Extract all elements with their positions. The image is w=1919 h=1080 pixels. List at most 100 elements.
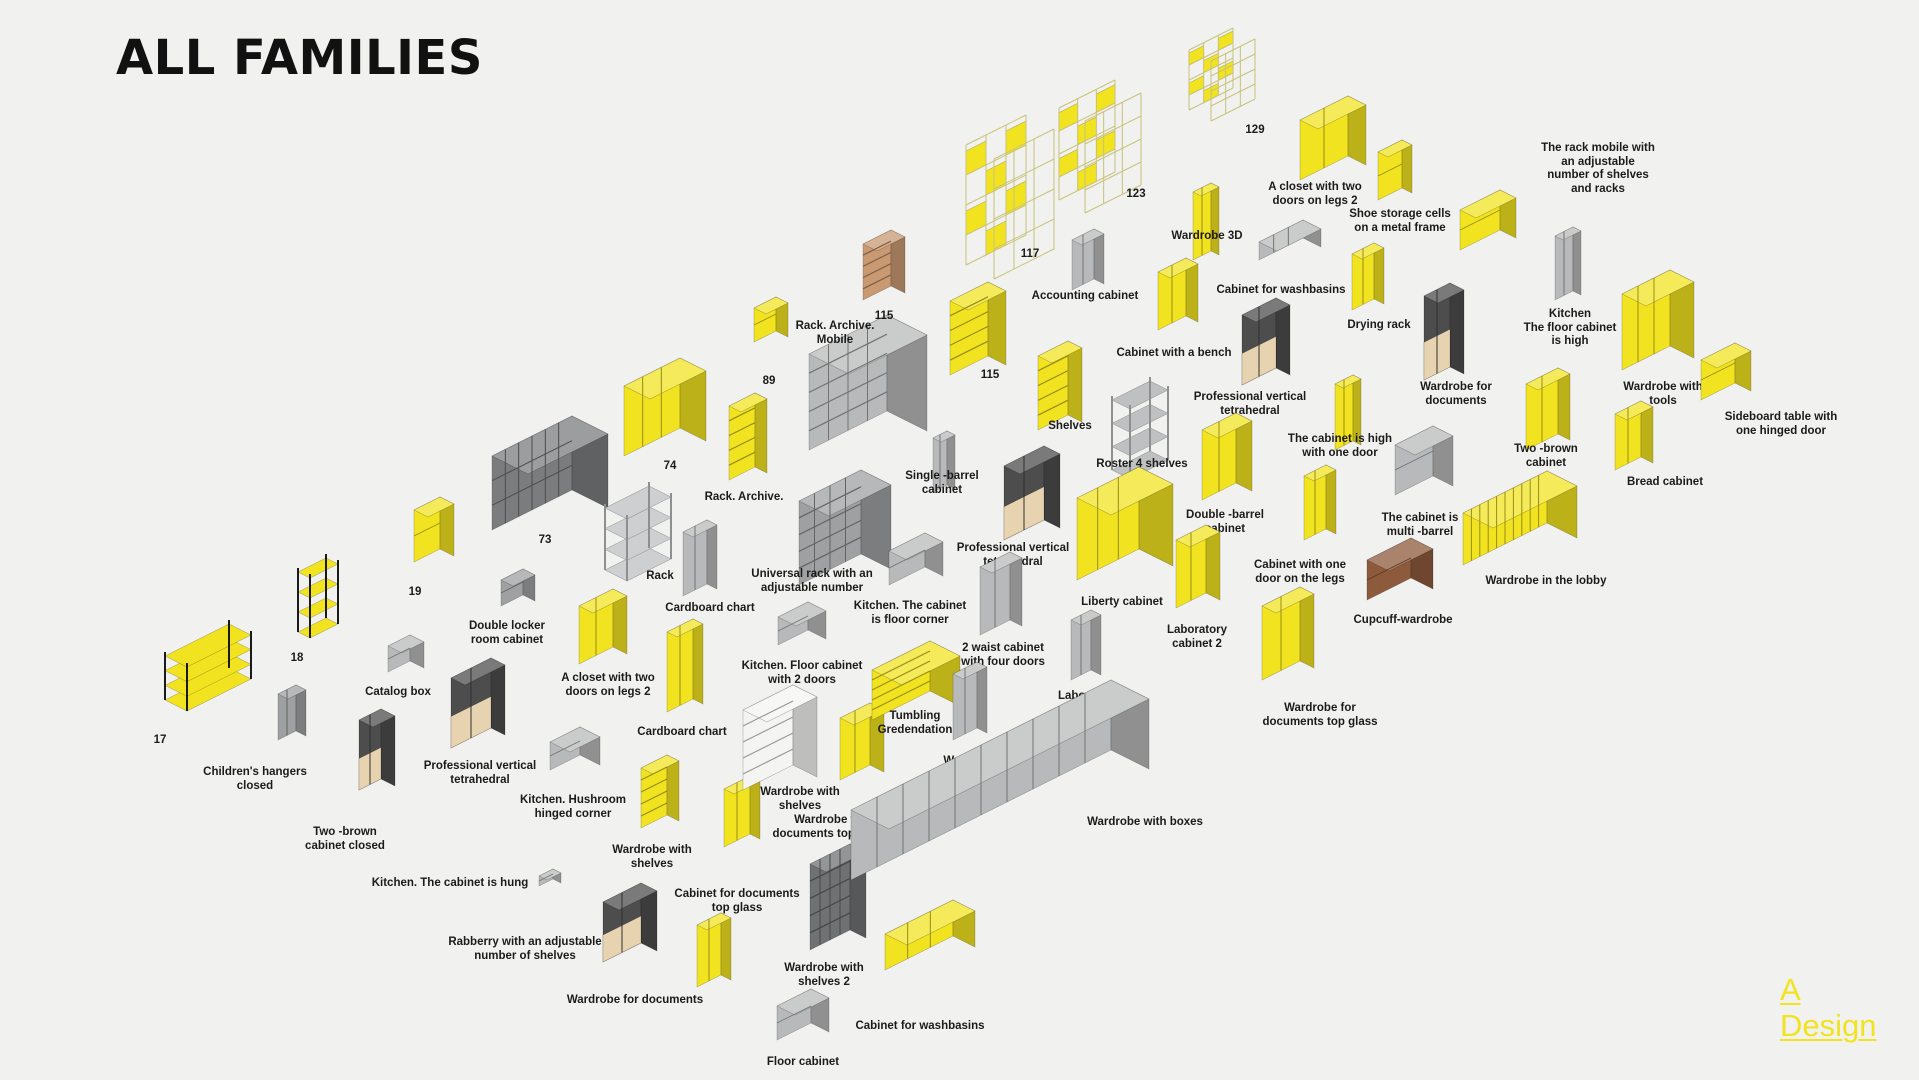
family-label: Two -brown cabinet xyxy=(1514,443,1578,469)
family-label: Cabinet for documents top glass xyxy=(674,888,800,914)
top-face xyxy=(1423,282,1465,304)
detail-line xyxy=(1210,53,1256,77)
furniture-icon xyxy=(623,357,707,457)
detail-line xyxy=(993,248,1055,280)
family-label: Cardboard chart xyxy=(637,726,727,738)
top-face xyxy=(888,532,944,561)
furniture-body xyxy=(602,882,658,963)
furniture-icon xyxy=(696,912,732,988)
detail-line xyxy=(491,440,573,482)
top-face xyxy=(1258,219,1322,252)
logo-letter: A xyxy=(1780,972,1801,1007)
family-label: Wardrobe with boxes xyxy=(1087,816,1203,828)
furniture-icon xyxy=(538,868,562,887)
top-face xyxy=(1157,257,1199,279)
family-label: Professional vertical tetrahedral xyxy=(1193,391,1307,417)
furniture-body xyxy=(1175,524,1221,609)
furniture-body xyxy=(932,430,956,493)
furniture-body xyxy=(1258,219,1322,261)
top-face xyxy=(450,657,506,686)
family-label: Kitchen. The cabinet is floor corner xyxy=(853,600,967,626)
furniture-icon xyxy=(1351,242,1385,311)
furniture-body xyxy=(1299,95,1367,181)
detail-line xyxy=(491,464,573,506)
furniture-icon xyxy=(884,899,976,971)
furniture-body xyxy=(640,754,680,829)
detail-line xyxy=(500,581,524,594)
top-face xyxy=(949,281,1007,311)
shelf-board xyxy=(297,617,339,639)
furniture-icon xyxy=(1037,340,1083,431)
side-face xyxy=(692,618,704,705)
furniture-icon xyxy=(1423,282,1465,381)
family-label: Rack xyxy=(646,570,674,582)
page-title: ALL FAMILIES xyxy=(116,30,483,86)
furniture-icon xyxy=(979,551,1023,636)
furniture-body xyxy=(1334,374,1362,451)
furniture-body xyxy=(1111,377,1169,480)
detail-line xyxy=(1058,148,1116,178)
furniture-icon xyxy=(1003,445,1061,541)
side-face xyxy=(754,392,768,474)
family-label: Two -brown cabinet closed xyxy=(305,826,385,852)
furniture-body xyxy=(949,281,1007,376)
top-face xyxy=(932,430,956,443)
furniture-body xyxy=(742,684,818,791)
furniture-icon xyxy=(604,482,672,582)
furniture-icon xyxy=(850,679,1150,881)
detail-line xyxy=(1084,115,1142,145)
furniture-body xyxy=(1157,257,1199,331)
detail-line xyxy=(1394,450,1434,471)
top-face xyxy=(500,568,536,587)
family-label: Wardrobe with shelves xyxy=(612,844,692,870)
furniture-icon xyxy=(1366,537,1434,601)
detail-line xyxy=(965,144,1027,176)
family-label: Floor cabinet xyxy=(766,1056,840,1068)
furniture-body xyxy=(277,684,307,741)
top-face xyxy=(387,634,425,654)
top-face xyxy=(1070,609,1102,626)
furniture-icon xyxy=(491,415,609,531)
family-label: Rack. Archive. xyxy=(704,491,784,503)
detail-line xyxy=(640,778,668,793)
family-label: Double -barrel cabinet xyxy=(1186,509,1264,535)
furniture-icon xyxy=(753,296,789,343)
furniture-body xyxy=(1614,400,1654,471)
family-label: Universal rack with an adjustable number xyxy=(751,568,873,594)
shelf-board xyxy=(297,557,339,579)
family-label: Kitchen. Floor cabinet with 2 doors xyxy=(741,660,863,686)
design-logo: A Design xyxy=(1780,972,1877,1044)
furniture-body xyxy=(884,899,976,971)
detail-line xyxy=(1084,92,1142,122)
detail-line xyxy=(871,650,931,681)
detail-line xyxy=(993,188,1055,220)
furniture-body xyxy=(450,657,506,749)
detail-line xyxy=(1058,171,1116,201)
furniture-icon xyxy=(1614,400,1654,471)
detail-line xyxy=(1037,384,1069,401)
furniture-icon xyxy=(682,519,718,597)
detail-line xyxy=(413,522,441,537)
furniture-body xyxy=(549,726,601,771)
detail-line xyxy=(871,660,931,691)
top-face xyxy=(666,618,704,638)
furniture-body xyxy=(888,532,944,586)
detail-line xyxy=(862,263,892,279)
furniture-body xyxy=(1071,228,1105,291)
furniture-icon xyxy=(164,620,252,712)
furniture-icon xyxy=(798,469,892,586)
family-label: 18 xyxy=(290,652,304,664)
detail-line xyxy=(1058,102,1116,132)
detail-line xyxy=(776,1005,812,1024)
family-label: Roster 4 shelves xyxy=(1096,458,1188,470)
detail-line xyxy=(1377,163,1403,177)
side-face xyxy=(1449,282,1465,375)
furniture-icon xyxy=(277,684,307,741)
furniture-body xyxy=(297,554,339,639)
top-face xyxy=(1394,425,1454,456)
detail-line xyxy=(1210,83,1256,107)
family-label: 73 xyxy=(538,534,552,546)
family-label: Kitchen. Hushroom hinged corner xyxy=(519,794,627,820)
family-label: Sideboard table with one hinged door xyxy=(1724,411,1838,437)
